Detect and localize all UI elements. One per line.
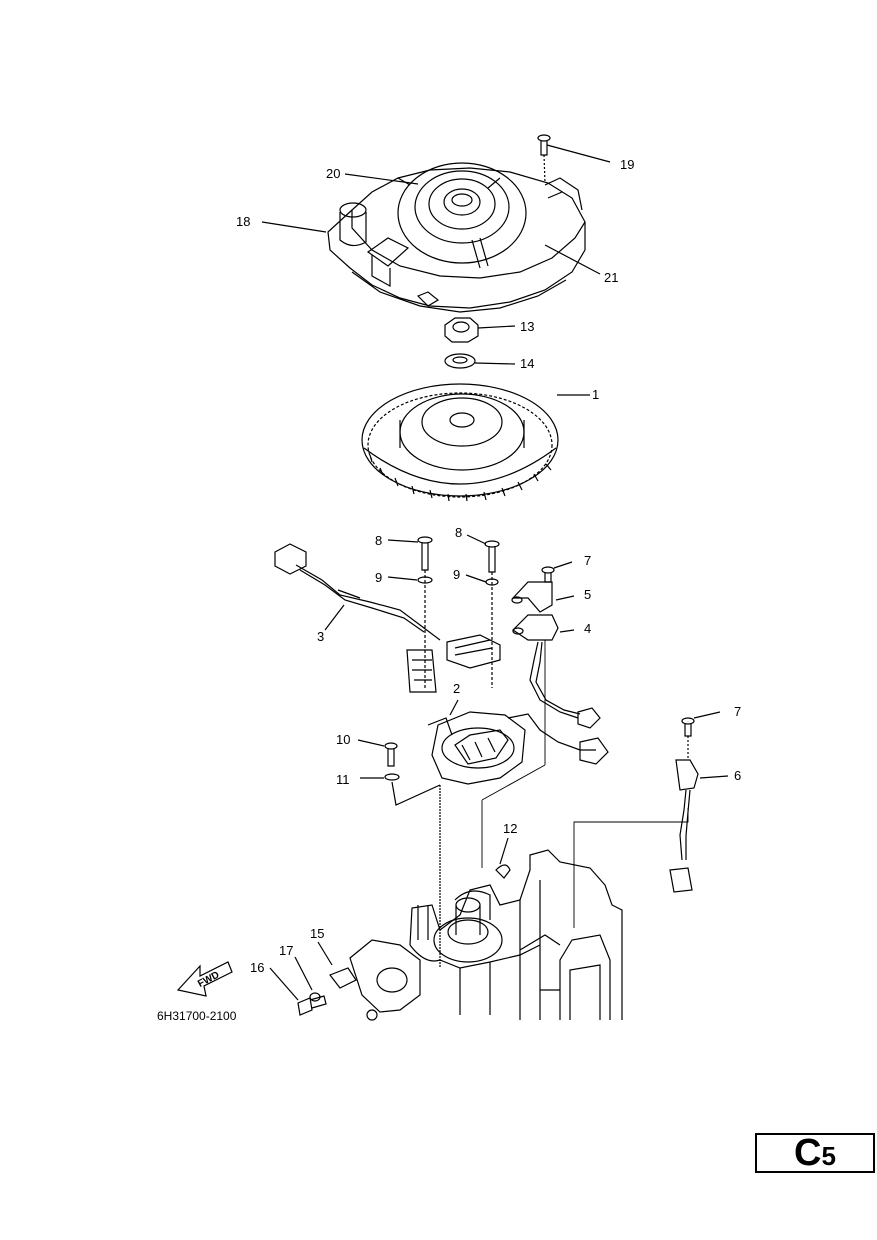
washer-17 [294, 956, 321, 1002]
callout-10: 10 [336, 732, 350, 747]
callout-18: 18 [236, 214, 250, 229]
stator-assembly [427, 699, 609, 968]
callout-16: 16 [250, 960, 264, 975]
callout-6: 6 [734, 768, 741, 783]
bolt-8-left [387, 536, 433, 688]
section-letter: C [794, 1132, 822, 1174]
callout-15: 15 [310, 926, 324, 941]
woodruff-key-12 [495, 837, 511, 879]
flywheel-cover [327, 162, 586, 313]
callout-3: 3 [317, 629, 324, 644]
screw-19 [537, 134, 611, 184]
drawing-code: 6H31700-2100 [157, 1009, 237, 1023]
washer-9-right [465, 574, 499, 586]
callout-8-right: 8 [455, 525, 462, 540]
fwd-arrow-icon [176, 961, 233, 997]
engine-block [409, 849, 623, 1020]
flywheel-magnet-rotor [361, 383, 590, 502]
callout-7-upper: 7 [584, 553, 591, 568]
callout-12: 12 [503, 821, 517, 836]
callout-2: 2 [453, 681, 460, 696]
washer-14 [444, 353, 516, 369]
nut-13 [444, 317, 516, 343]
bolt-10 [357, 739, 398, 767]
callout-21: 21 [604, 270, 618, 285]
callout-14: 14 [520, 356, 534, 371]
page-section-badge: C 5 [755, 1133, 875, 1173]
callout-9-left: 9 [375, 570, 382, 585]
washer-11 [360, 773, 441, 806]
bracket-15 [317, 939, 421, 1021]
callout-5: 5 [584, 587, 591, 602]
callout-9-right: 9 [453, 567, 460, 582]
callout-11: 11 [336, 772, 350, 787]
callout-13: 13 [520, 319, 534, 334]
callout-7-lower: 7 [734, 704, 741, 719]
callout-4: 4 [584, 621, 591, 636]
callout-8-left: 8 [375, 533, 382, 548]
bolt-8-right [466, 534, 500, 688]
callout-1: 1 [592, 387, 599, 402]
screw-7-upper [541, 561, 573, 583]
section-number: 5 [821, 1141, 836, 1171]
callout-19: 19 [620, 157, 634, 172]
bolt-16 [269, 967, 327, 1016]
pulser-coil-4 [481, 614, 601, 868]
screw-7-lower [681, 711, 721, 760]
ignition-coil-6 [573, 759, 729, 928]
washer-9-left [387, 576, 433, 584]
callout-20: 20 [326, 166, 340, 181]
rectifier-harness [274, 543, 501, 693]
bracket-5 [511, 581, 575, 613]
callout-17: 17 [279, 943, 293, 958]
